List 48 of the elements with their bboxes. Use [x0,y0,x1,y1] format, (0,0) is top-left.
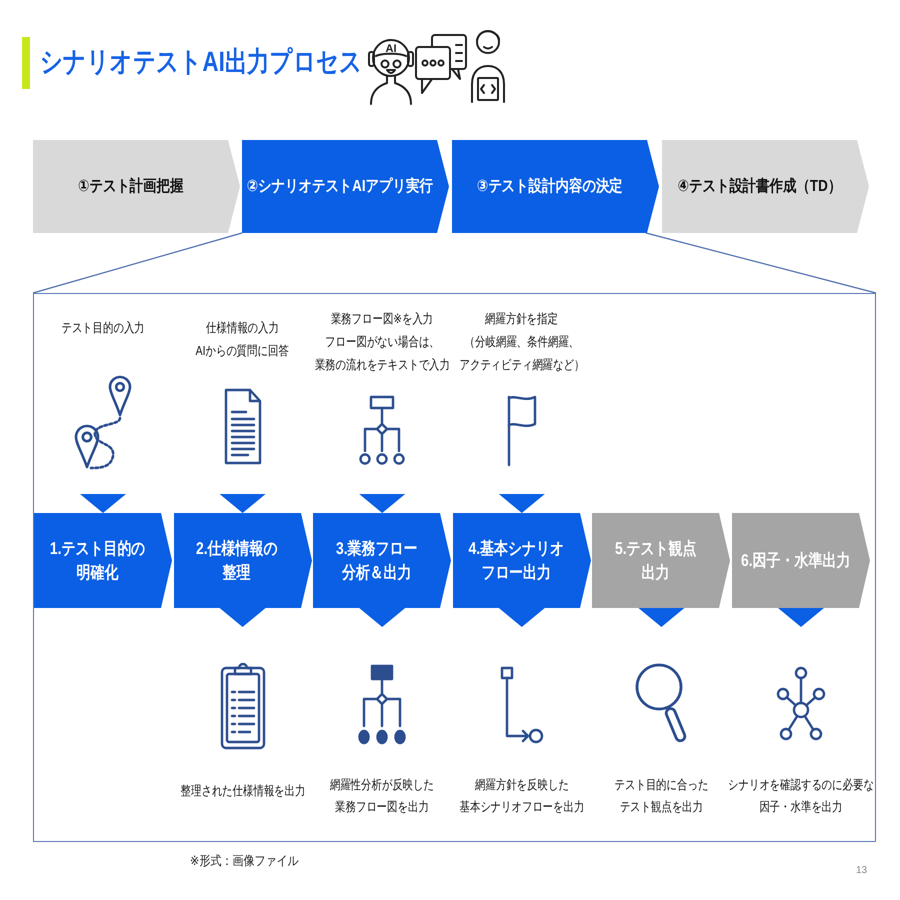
arrow [359,494,406,513]
process-step [732,513,870,608]
robot-label: AI [384,43,398,55]
step-label: 4.基本シナリオフロー出力 [468,538,565,584]
step-label: 5.テスト観点出力 [614,538,698,584]
arrow [80,494,126,513]
phase-label: ③テスト設計内容の決定 [476,176,622,196]
arrow [498,608,545,627]
phase-label: ②シナリオテストAIアプリ実行 [246,176,433,196]
step-label: 2.仕様情報の整理 [195,538,279,584]
process-step [313,513,452,608]
page-number: 13 [856,864,868,878]
arrow [220,494,266,513]
node-label: 仕様情報の入力 [206,319,279,337]
node-label: 網羅方針を反映した基本シナリオフローを出力 [458,776,586,816]
arrow [638,608,684,627]
phase-label: ④テスト設計書作成（TD） [678,176,842,196]
title: シナリオテストAI出力プロセス [40,45,362,79]
node-label: フロー図がない場合は、業務の流れをテキストで入力 [314,333,451,374]
phase-step [33,140,240,233]
connector-line [32,232,242,294]
node-label: 網羅性分析が反映した業務フロー図を出力 [329,776,436,816]
phase-step [662,140,869,233]
phase-label: ①テスト計画把握 [78,176,184,196]
node-label: 整理された仕様情報を出力 [180,782,305,800]
node-label: AIからの質問に回答 [196,342,290,360]
node-label: テスト目的に合ったテスト観点を出力 [614,776,710,816]
process-step [34,513,172,608]
phase-step [242,140,449,233]
panel [33,293,876,842]
arrow [778,608,824,627]
node-label: シナリオを確認するのに必要な因子・水準を出力 [727,776,875,816]
arrow [220,608,266,627]
footnote: ※形式：画像ファイル [190,852,299,870]
step-label: 1.テスト目的の明確化 [48,538,146,584]
process-step [174,513,312,608]
connector-line [646,232,876,294]
node-label: （分岐網羅、条件網羅、アクティビティ網羅など） [458,333,586,374]
node-label: 網羅方針を指定 [485,310,558,328]
process-step [452,513,591,608]
step-label: 6.因子・水準出力 [740,550,850,572]
arrow [498,494,545,513]
node-label: 業務フロー図※を入力 [331,310,434,328]
phase-step [452,140,659,233]
node-label: テスト目的の入力 [61,319,145,337]
process-step [592,513,730,608]
step-label: 3.業務フロー分析＆出力 [335,538,418,584]
arrow [359,608,406,627]
